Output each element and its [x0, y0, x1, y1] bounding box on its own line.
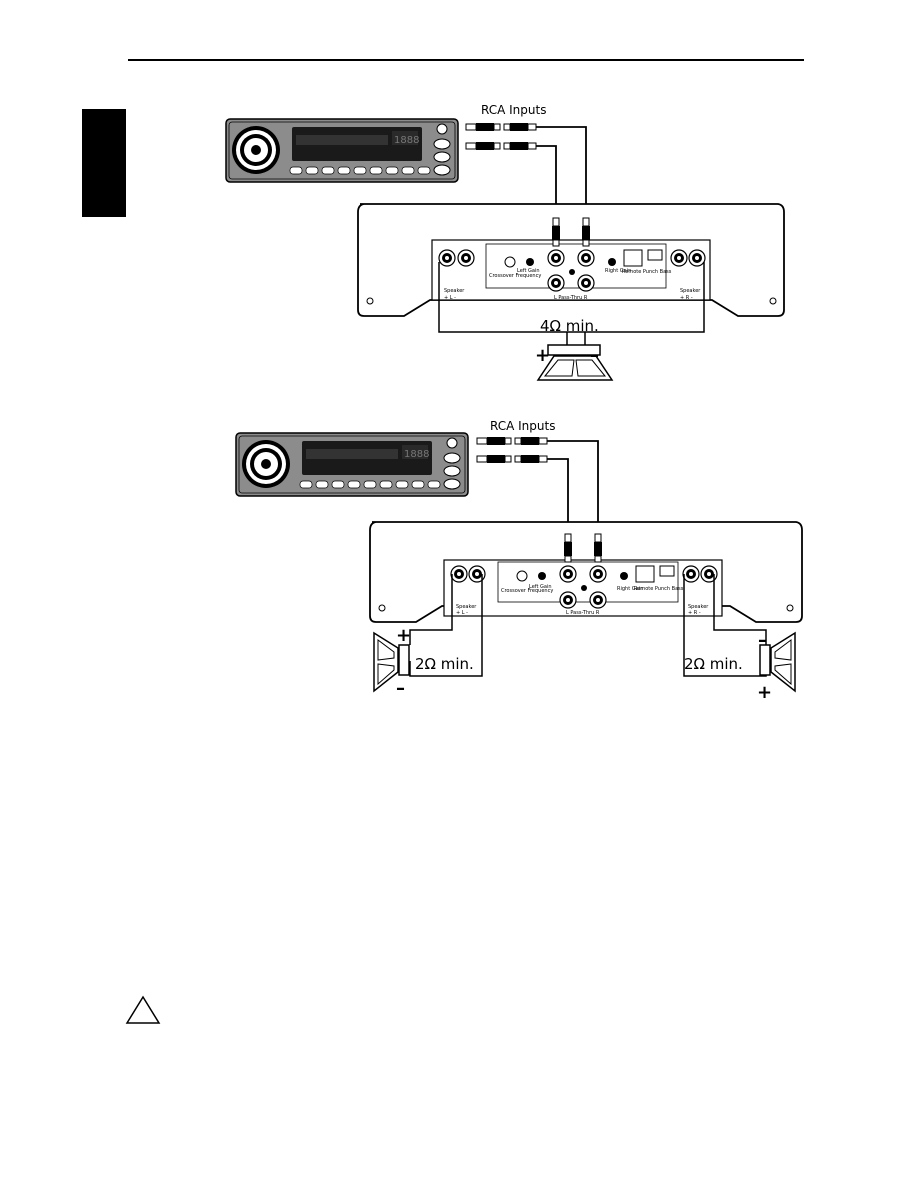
svg-text:L Pass-Thru R: L Pass-Thru R	[554, 295, 588, 301]
plus-sign-top: +	[535, 345, 550, 366]
speaker-terminal-left-neg	[457, 249, 475, 267]
header-rule	[128, 59, 804, 61]
svg-text:Left Gain: Left Gain	[517, 268, 540, 274]
minus-sign-bottom-left: –	[396, 678, 405, 699]
diagram-bottom: RCA Inputs Speaker + L - Speaker + R	[235, 419, 803, 703]
load-left-label: 2Ω min.	[415, 655, 474, 673]
svg-text:Left Gain: Left Gain	[529, 584, 552, 590]
svg-text:+ R -: + R -	[680, 295, 693, 301]
load-right-label: 2Ω min.	[684, 655, 743, 673]
caution-triangle-icon	[125, 995, 161, 1024]
speaker-top	[536, 332, 614, 381]
svg-text:Speaker: Speaker	[680, 288, 701, 294]
speaker-terminal-bl-pos	[450, 565, 468, 583]
svg-text:Remote Punch Bass: Remote Punch Bass	[634, 586, 684, 592]
section-tab	[82, 109, 126, 217]
head-unit-top	[225, 118, 459, 183]
speaker-terminal-br-pos	[682, 565, 700, 583]
load-label-top: 4Ω min.	[540, 317, 599, 335]
svg-text:L Pass-Thru R: L Pass-Thru R	[566, 610, 600, 616]
minus-sign-bottom-right: –	[758, 630, 767, 651]
svg-text:Crossover Frequency: Crossover Frequency	[489, 273, 541, 279]
rca-inputs-label-bottom: RCA Inputs	[490, 419, 555, 433]
svg-text:Crossover Frequency: Crossover Frequency	[501, 588, 553, 594]
svg-text:Speaker: Speaker	[688, 604, 709, 610]
diagram-top: RCA Inputs Speaker + L - Spea	[225, 103, 785, 381]
plus-sign-bottom-right: +	[757, 682, 772, 703]
head-unit-bottom	[235, 432, 469, 497]
rca-pair-top-1	[465, 122, 537, 132]
speaker-terminal-right-pos	[670, 249, 688, 267]
plus-sign-bottom-left: +	[396, 625, 411, 646]
svg-text:Right Gain: Right Gain	[605, 268, 631, 274]
svg-text:+ R -: + R -	[688, 610, 701, 616]
rca-pair-top-2	[465, 141, 537, 151]
svg-text:Speaker: Speaker	[456, 604, 477, 610]
svg-text:Right Gain: Right Gain	[617, 586, 643, 592]
speaker-terminal-left-pos	[438, 249, 456, 267]
speaker-bottom-right	[759, 631, 796, 693]
svg-text:+ L -: + L -	[444, 295, 456, 301]
svg-text:Remote Punch Bass: Remote Punch Bass	[622, 269, 672, 275]
speaker-terminal-right-neg	[688, 249, 706, 267]
svg-text:+ L -: + L -	[456, 610, 468, 616]
minus-sign-top: –	[590, 345, 599, 366]
speaker-bottom-left	[373, 631, 410, 693]
rca-pair-bottom-1	[476, 436, 548, 446]
svg-text:Speaker: Speaker	[444, 288, 465, 294]
rca-inputs-label-top: RCA Inputs	[481, 103, 546, 117]
rca-pair-bottom-2	[476, 454, 548, 464]
